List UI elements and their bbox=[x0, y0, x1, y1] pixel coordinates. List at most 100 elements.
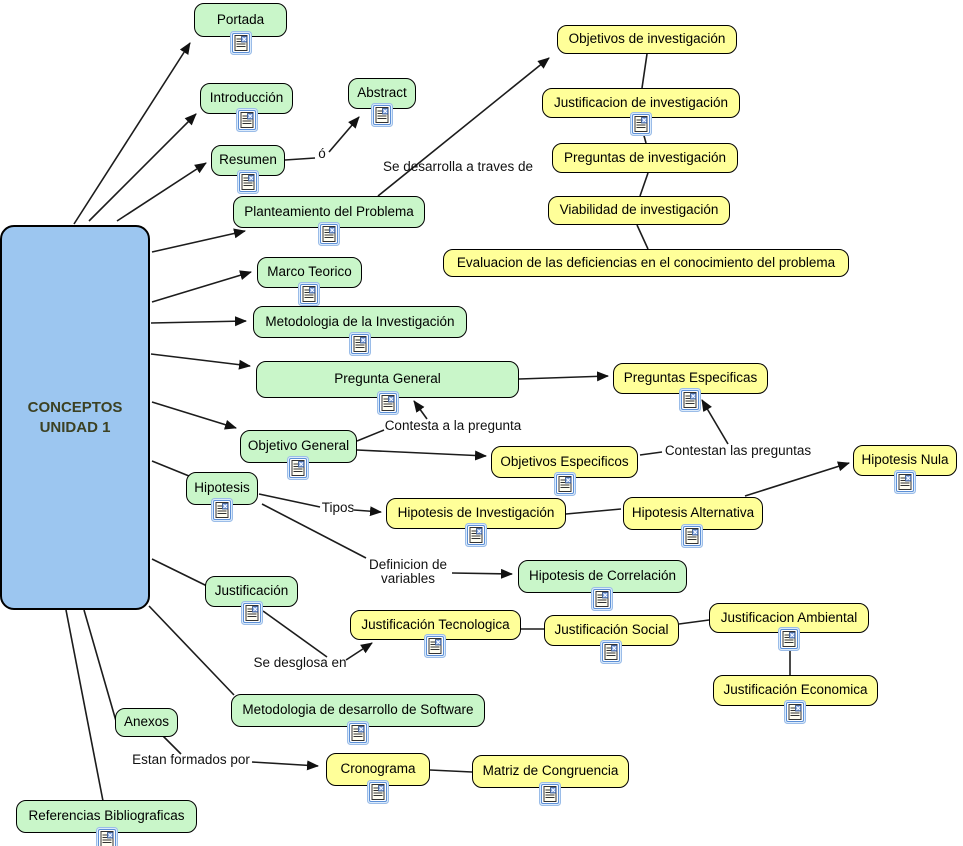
concept-label: Evaluacion de las deficiencias en el con… bbox=[456, 254, 836, 270]
resource-icon-portada[interactable] bbox=[230, 31, 252, 55]
edge-estan-cronograma bbox=[251, 760, 319, 771]
document-resource-icon bbox=[778, 627, 800, 651]
resource-icon-preguntas-esp[interactable] bbox=[679, 388, 701, 412]
concept-anexos[interactable]: Anexos bbox=[115, 708, 178, 737]
concept-label: Hipotesis Nula bbox=[861, 452, 949, 468]
edge-cronograma-matriz bbox=[429, 769, 473, 773]
edge-main-metodologia-sw bbox=[148, 605, 235, 696]
linking-phrase-se-desarrolla[interactable]: Se desarrolla a traves de bbox=[382, 159, 534, 174]
concept-hipotesis-alternativa[interactable]: Hipotesis Alternativa bbox=[623, 497, 763, 530]
edge-main-hipotesis bbox=[151, 460, 190, 477]
concept-label: Pregunta General bbox=[334, 371, 441, 387]
edge-main-referencias bbox=[65, 609, 104, 802]
document-resource-icon bbox=[236, 108, 258, 132]
edge-planteamiento-objetivos-inv bbox=[377, 57, 550, 197]
resource-icon-just-tecnologica[interactable] bbox=[424, 634, 446, 658]
resource-icon-pregunta-general[interactable] bbox=[377, 391, 399, 415]
document-resource-icon bbox=[241, 601, 263, 625]
concept-label: Introducción bbox=[209, 90, 284, 106]
resource-icon-objetivo-general[interactable] bbox=[287, 456, 309, 480]
edge-main-introduccion bbox=[88, 113, 197, 222]
document-resource-icon bbox=[465, 523, 487, 547]
linking-phrase-o[interactable]: ó bbox=[318, 146, 326, 161]
linking-phrase-se-desglosa[interactable]: Se desglosa en bbox=[253, 655, 347, 670]
edge-contesta-pregunta-general bbox=[413, 400, 428, 420]
document-resource-icon bbox=[591, 587, 613, 611]
resource-icon-hipotesis[interactable] bbox=[211, 498, 233, 522]
document-resource-icon bbox=[894, 470, 916, 494]
concept-planteamiento-del-problema[interactable]: Planteamiento del Problema bbox=[233, 196, 425, 228]
linking-phrase-definicion[interactable]: Definicion de variables bbox=[368, 557, 448, 586]
main-node-label-line2: UNIDAD 1 bbox=[39, 418, 111, 436]
concept-justificacion[interactable]: Justificación bbox=[205, 576, 298, 607]
document-resource-icon bbox=[347, 721, 369, 745]
resource-icon-objetivos-esp[interactable] bbox=[554, 472, 576, 496]
linking-phrase-tipos[interactable]: Tipos bbox=[321, 500, 355, 515]
edge-contestan-preguntas-esp bbox=[701, 399, 729, 445]
edge-hipotesis-definicion-label bbox=[261, 503, 367, 559]
resource-icon-metodologia-inv[interactable] bbox=[349, 332, 371, 356]
concept-label: Preguntas Especificas bbox=[623, 370, 758, 386]
edge-main-metodologia-inv bbox=[150, 316, 247, 327]
edge-main-anexos bbox=[83, 609, 117, 722]
main-node-label-line1: CONCEPTOS bbox=[27, 398, 123, 416]
concept-label: Metodologia de la Investigación bbox=[265, 313, 455, 329]
resource-icon-justificacion-inv[interactable] bbox=[630, 112, 652, 136]
resource-icon-abstract[interactable] bbox=[371, 103, 393, 127]
document-resource-icon bbox=[539, 782, 561, 806]
resource-icon-just-social[interactable] bbox=[600, 640, 622, 664]
concept-portada[interactable]: Portada bbox=[194, 3, 287, 37]
edge-main-planteamiento bbox=[151, 228, 246, 253]
resource-icon-hipotesis-nula[interactable] bbox=[894, 470, 916, 494]
edge-objetivos-esp-contestan-label bbox=[639, 451, 663, 456]
concept-label: Justificación Economica bbox=[723, 682, 868, 698]
document-resource-icon bbox=[96, 827, 118, 846]
concept-matriz-de-congruencia[interactable]: Matriz de Congruencia bbox=[472, 755, 629, 788]
concept-label: Referencias Bibliograficas bbox=[28, 808, 185, 824]
resource-icon-just-ambiental[interactable] bbox=[778, 627, 800, 651]
concept-label: Marco Teorico bbox=[267, 264, 352, 280]
resource-icon-introduccion[interactable] bbox=[236, 108, 258, 132]
edge-preguntas-inv-viabilidad-inv bbox=[639, 172, 649, 197]
resource-icon-hipotesis-alt[interactable] bbox=[681, 524, 703, 548]
document-resource-icon bbox=[230, 31, 252, 55]
resource-icon-marco-teorico[interactable] bbox=[298, 282, 320, 306]
concept-label: Justificación bbox=[214, 583, 289, 599]
linking-phrase-contesta[interactable]: Contesta a la pregunta bbox=[384, 418, 522, 433]
resource-icon-cronograma[interactable] bbox=[367, 780, 389, 804]
concept-evaluacion-deficiencias[interactable]: Evaluacion de las deficiencias en el con… bbox=[443, 249, 849, 277]
document-resource-icon bbox=[367, 780, 389, 804]
document-resource-icon bbox=[211, 498, 233, 522]
linking-phrase-contestan[interactable]: Contestan las preguntas bbox=[664, 443, 812, 458]
resource-icon-resumen[interactable] bbox=[237, 170, 259, 194]
document-resource-icon bbox=[371, 103, 393, 127]
document-resource-icon bbox=[681, 524, 703, 548]
edge-tipos-hipotesis-inv bbox=[353, 506, 382, 517]
concept-objetivos-de-investigacion[interactable]: Objetivos de investigación bbox=[557, 25, 737, 54]
concept-metodologia-de-desarrollo-de-software[interactable]: Metodologia de desarrollo de Software bbox=[231, 694, 485, 727]
edge-justificacion-desglosa-label bbox=[262, 610, 328, 658]
edge-main-marco-teorico bbox=[151, 270, 252, 303]
edge-objetivos-inv-justificacion-inv bbox=[641, 53, 648, 89]
concept-label: Objetivos de investigación bbox=[568, 31, 726, 47]
resource-icon-matriz[interactable] bbox=[539, 782, 561, 806]
document-resource-icon bbox=[237, 170, 259, 194]
resource-icon-hipotesis-corr[interactable] bbox=[591, 587, 613, 611]
concept-conceptos-unidad-1[interactable]: CONCEPTOS UNIDAD 1 bbox=[0, 225, 150, 610]
edge-pregunta-general-preguntas-esp bbox=[518, 371, 609, 382]
linking-phrase-estan-formados[interactable]: Estan formados por bbox=[132, 752, 250, 767]
resource-icon-just-economica[interactable] bbox=[784, 700, 806, 724]
concept-viabilidad-de-investigacion[interactable]: Viabilidad de investigación bbox=[548, 196, 730, 225]
resource-icon-metodologia-sw[interactable] bbox=[347, 721, 369, 745]
resource-icon-planteamiento[interactable] bbox=[318, 222, 340, 246]
resource-icon-justificacion[interactable] bbox=[241, 601, 263, 625]
resource-icon-referencias[interactable] bbox=[96, 827, 118, 846]
resource-icon-hipotesis-inv[interactable] bbox=[465, 523, 487, 547]
document-resource-icon bbox=[784, 700, 806, 724]
concept-label: Hipotesis bbox=[194, 480, 250, 496]
concept-label: Objetivo General bbox=[247, 438, 350, 454]
edge-social-ambiental bbox=[678, 619, 710, 625]
concept-preguntas-de-investigacion[interactable]: Preguntas de investigación bbox=[552, 143, 738, 173]
